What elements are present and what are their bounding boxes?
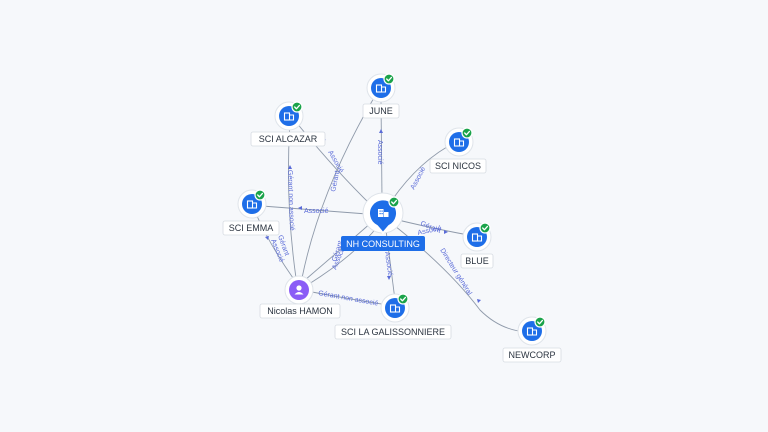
building-icon <box>246 200 258 209</box>
check-badge-icon <box>254 189 266 201</box>
check-badge-icon <box>388 196 400 208</box>
edge-label-nicolas-alcazar: Gérant non associé <box>286 170 295 231</box>
label-newcorp[interactable]: NEWCORP <box>502 347 562 363</box>
node-label-newcorp: NEWCORP <box>509 350 556 360</box>
arrow-june <box>379 129 383 133</box>
building-icon <box>453 138 465 147</box>
arrow-newcorp <box>477 299 481 303</box>
check-badge-icon <box>383 73 395 85</box>
check-badge-icon <box>461 127 473 139</box>
building-icon <box>283 112 295 121</box>
edge-nicolas-center <box>304 221 373 281</box>
edge-nicolas-june <box>301 95 376 279</box>
label-june[interactable]: JUNE <box>362 103 400 119</box>
label-sci-nicos[interactable]: SCI NICOS <box>429 158 487 174</box>
node-sci-nicos[interactable] <box>444 127 474 157</box>
node-label-blue: BLUE <box>465 256 489 266</box>
check-badge-icon <box>479 222 491 234</box>
node-label-sci-alcazar: SCI ALCAZAR <box>259 134 318 144</box>
building-icon <box>471 233 483 242</box>
label-sci-alcazar[interactable]: SCI ALCAZAR <box>250 131 326 147</box>
node-label-june: JUNE <box>369 106 393 116</box>
node-nh-consulting[interactable] <box>362 192 404 235</box>
edge-label-alcazar-gerant: Gérant <box>330 170 341 192</box>
node-blue[interactable] <box>462 222 492 252</box>
arrow-nicolas-alcazar <box>288 165 292 169</box>
node-label-sci-nicos: SCI NICOS <box>435 161 481 171</box>
check-badge-icon <box>534 316 546 328</box>
edge-label-galissonniere: Associé <box>383 251 393 276</box>
building-icon <box>389 304 401 313</box>
check-badge-icon <box>291 101 303 113</box>
node-sci-la-galissonniere[interactable] <box>380 293 410 323</box>
edge-label-nicos: Associé <box>410 166 428 191</box>
node-label-nicolas-hamon: Nicolas HAMON <box>267 306 333 316</box>
edge-center-emma <box>261 205 368 215</box>
edge-arrows <box>265 129 481 303</box>
label-nh-consulting[interactable]: NH CONSULTING <box>341 236 425 251</box>
edge-label-blue-associe: Associé <box>417 225 443 237</box>
arrow-nicolas-emma <box>265 236 269 240</box>
label-blue[interactable]: BLUE <box>460 253 494 269</box>
arrow-emma <box>298 206 302 210</box>
edge-label-june: Associé <box>376 140 383 165</box>
arrow-blue <box>444 230 448 234</box>
node-sci-emma[interactable] <box>237 189 267 219</box>
building-icon <box>378 209 389 217</box>
node-label-nh-consulting: NH CONSULTING <box>346 239 420 249</box>
label-sci-emma[interactable]: SCI EMMA <box>222 220 280 236</box>
label-nicolas-hamon[interactable]: Nicolas HAMON <box>259 303 341 319</box>
node-nicolas-hamon[interactable] <box>284 275 314 305</box>
node-label-sci-la-galissonniere: SCI LA GALISSONNIERE <box>341 327 445 337</box>
check-badge-icon <box>397 293 409 305</box>
node-june[interactable] <box>366 73 396 103</box>
node-newcorp[interactable] <box>517 316 547 346</box>
building-icon <box>375 84 387 93</box>
arrow-galissonniere <box>387 276 391 280</box>
node-sci-alcazar[interactable] <box>274 101 304 131</box>
node-label-sci-emma: SCI EMMA <box>229 223 274 233</box>
label-sci-la-galissonniere[interactable]: SCI LA GALISSONNIERE <box>334 324 452 340</box>
edge-nicolas-center-2 <box>308 225 379 285</box>
building-icon <box>526 327 538 336</box>
user-icon <box>294 285 304 295</box>
edge-label-emma: Associé <box>304 208 329 215</box>
